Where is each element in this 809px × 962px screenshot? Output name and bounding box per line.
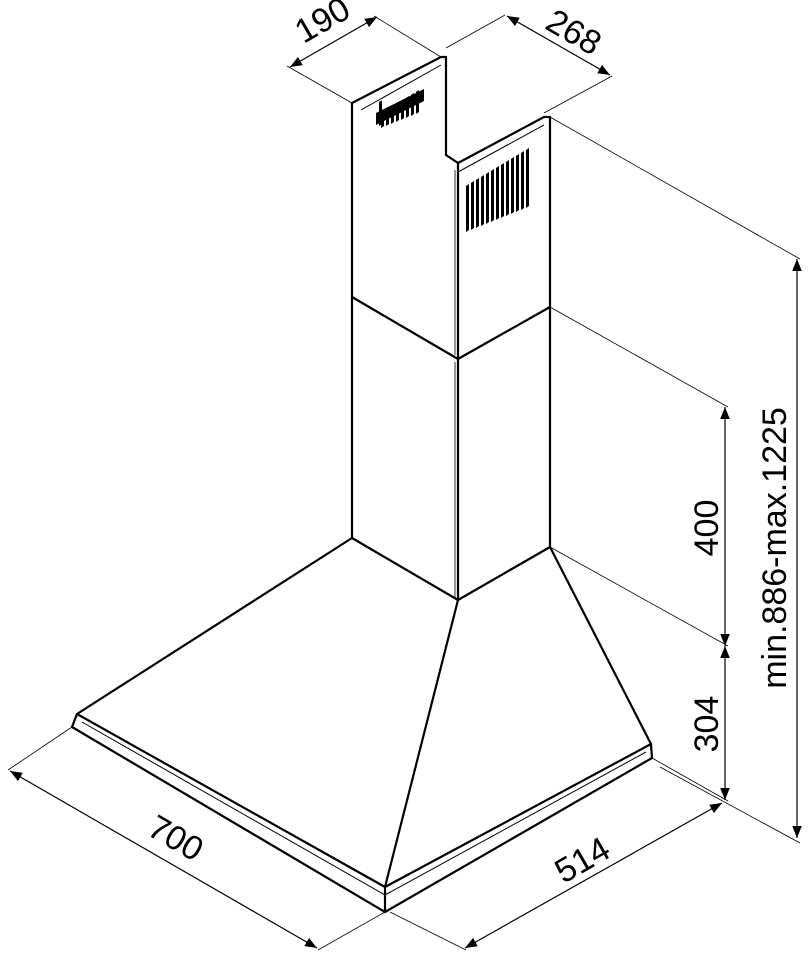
lower-chimney: [350, 295, 552, 602]
dim-514-line: [464, 802, 723, 949]
dim-overall-height-label: min.886-max.1225: [756, 407, 794, 689]
dim-700-line: [9, 770, 318, 949]
back-vent-slots: [381, 90, 419, 128]
side-vent-slots: [466, 148, 529, 232]
upper-chimney-back-edge: [350, 55, 448, 157]
dimension-lines: [9, 15, 802, 949]
dim-400-label: 400: [688, 500, 726, 557]
dim-190-label: 190: [288, 0, 356, 51]
dim-304-label: 304: [688, 696, 726, 753]
extension-lines: [7, 14, 801, 951]
upper-chimney-outline: [350, 101, 552, 361]
dim-514-label: 514: [548, 830, 616, 891]
dim-268-label: 268: [539, 2, 607, 63]
dim-268-line: [506, 15, 611, 76]
dim-700-label: 700: [141, 808, 209, 869]
lower-chimney-outline: [350, 295, 552, 602]
upper-chimney-top-rim: [444, 115, 552, 165]
upper-chimney-rim-inner-right: [457, 124, 545, 173]
dimension-labels: 190 268 min.886-max.1225 400 304 700 514: [141, 0, 794, 891]
dim-190-line: [289, 16, 378, 68]
upper-chimney-rim-inner: [360, 64, 442, 111]
canopy-front-edge: [383, 598, 460, 889]
